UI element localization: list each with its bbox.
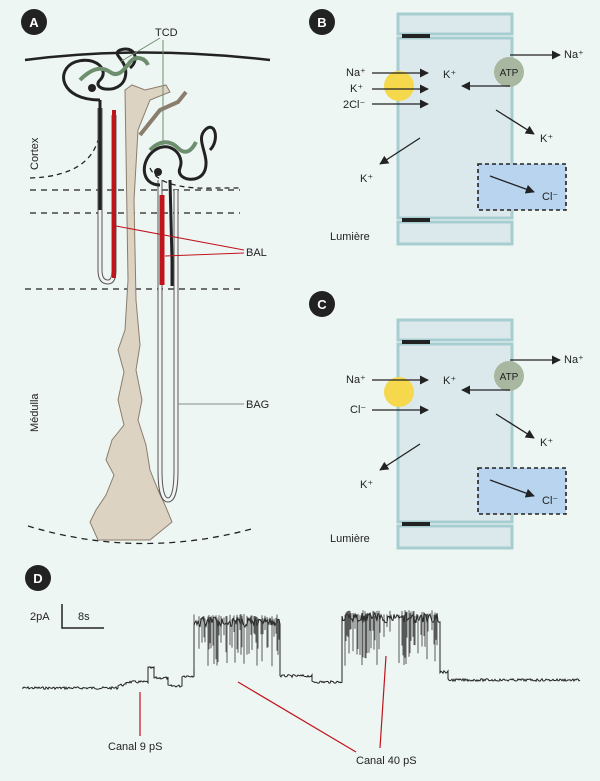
arrow-c-k-lumen: [379, 443, 421, 471]
label-canal-40: Canal 40 pS: [356, 755, 417, 767]
label-c-cl-baso: Cl⁻: [542, 495, 558, 507]
label-canal-9: Canal 9 pS: [108, 741, 162, 753]
label-b-k-in: K⁺: [350, 83, 363, 95]
panel-a-letter: A: [29, 15, 39, 30]
panel-c-badge: [309, 291, 335, 317]
scale-bar: [61, 604, 104, 629]
scale-current-label: 2pA: [30, 611, 50, 623]
label-c-na-in: Na⁺: [346, 374, 366, 386]
arrow-c-k-baso: [495, 413, 535, 439]
glomerulus-node-deep: [154, 168, 162, 176]
cell-b-bottom: [396, 220, 514, 246]
current-trace-noise: [193, 610, 438, 669]
panel-d: D 2pA 8s Canal 9 pS Canal 40 pS: [21, 565, 581, 767]
cell-b-top: [396, 12, 514, 36]
label-bag: BAG: [246, 399, 269, 411]
label-b-cl-in: 2Cl⁻: [343, 99, 366, 111]
tcd-deep: [148, 140, 198, 154]
label-b-k-lumen: K⁺: [360, 173, 373, 185]
label-b-lumen: Lumière: [330, 231, 370, 243]
tcd-superficial: [78, 56, 150, 82]
pointer-canal-40-a: [237, 681, 357, 753]
cell-c-bottom: [396, 524, 514, 550]
panel-a: A TCD BAL: [21, 9, 271, 545]
ncc-transporter-c: [384, 377, 414, 407]
glomerulus-deep: [142, 126, 217, 187]
arrow-c-cl-out: [489, 479, 535, 498]
panel-b-letter: B: [317, 15, 326, 30]
arrow-b-k-lumen: [379, 137, 421, 165]
collecting-duct-branch: [138, 90, 188, 137]
tight-junction-c-bottom: [402, 522, 430, 526]
nephron-deep-loop-inner: [158, 180, 178, 502]
label-b-k-mid: K⁺: [443, 69, 456, 81]
label-c-cl-in: Cl⁻: [350, 404, 366, 416]
panel-c-letter: C: [317, 297, 327, 312]
label-b-cl-baso: Cl⁻: [542, 191, 558, 203]
atp-pump-c: [494, 361, 524, 391]
arrow-b-cl-out: [489, 175, 535, 194]
label-c-lumen: Lumière: [330, 533, 370, 545]
label-bal: BAL: [246, 247, 267, 259]
label-b-atp: ATP: [500, 68, 519, 79]
papilla-curve-dashed: [27, 525, 256, 545]
nephron-superficial-descending: [97, 108, 117, 285]
panel-c: C Na⁺ Cl⁻ K⁺ ATP Na⁺ K⁺ K⁺ Cl⁻ Lumière: [309, 291, 584, 550]
label-c-k-mid: K⁺: [443, 375, 456, 387]
label-b-k-baso: K⁺: [540, 133, 553, 145]
arrow-b-k-baso: [495, 109, 535, 135]
tight-junction-b-top: [402, 34, 430, 38]
label-b-na-in: Na⁺: [346, 67, 366, 79]
label-medulla: Médulla: [29, 393, 41, 432]
label-b-na-out: Na⁺: [564, 49, 584, 61]
cortex-boundary-dashed-right: [149, 167, 240, 189]
tal-black-deep: [168, 179, 174, 286]
panel-b-badge: [309, 9, 335, 35]
tight-junction-b-bottom: [402, 218, 430, 222]
label-c-k-baso: K⁺: [540, 437, 553, 449]
pointer-bal-1: [115, 225, 245, 251]
panel-b: B Na⁺ K⁺ 2Cl⁻ K⁺ ATP Na⁺ K⁺ K⁺ Cl⁻ Lumiè…: [309, 9, 584, 246]
label-tcd: TCD: [155, 27, 178, 39]
glomerulus-node-superficial: [88, 84, 96, 92]
panel-d-letter: D: [33, 571, 42, 586]
pointer-bal-2: [164, 252, 245, 257]
label-c-k-lumen: K⁺: [360, 479, 373, 491]
kidney-surface-line: [24, 51, 271, 62]
label-c-atp: ATP: [500, 372, 519, 383]
panel-d-badge: [25, 565, 51, 591]
label-c-na-out: Na⁺: [564, 354, 584, 366]
collecting-duct: [89, 84, 173, 541]
glomerulus-superficial: [62, 47, 137, 102]
label-cortex: Cortex: [29, 137, 41, 170]
nkcc-transporter-b: [384, 71, 414, 101]
pointer-canal-40-b: [379, 655, 387, 749]
tight-junction-c-top: [402, 340, 430, 344]
cell-c-top: [396, 318, 514, 342]
scale-time-label: 8s: [78, 611, 90, 623]
panel-a-badge: [21, 9, 47, 35]
atp-pump-b: [494, 57, 524, 87]
pointer-tcd-1: [119, 37, 161, 63]
current-trace: [21, 611, 581, 691]
